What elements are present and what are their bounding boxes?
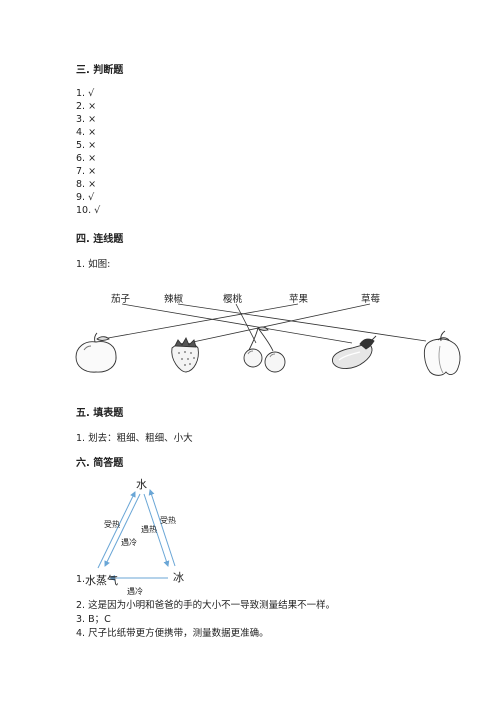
label-strawberry: 草莓 [361,294,381,305]
label-cherry: 樱桃 [223,294,243,305]
diagram-label-left-outer: 受热 [104,520,120,529]
eggplant-icon [332,335,377,369]
section3-heading: 三. 判断题 [76,65,124,76]
diagram-label-bottom: 遇冷 [127,587,143,596]
section5-line1: 1. 划去：粗细、粗细、小大 [76,433,193,444]
diagram-node-water: 水 [136,478,147,491]
label-pepper: 辣椒 [164,294,184,305]
bell-pepper-icon [423,330,461,376]
diagram-label-right-inner: 遇热 [141,525,157,534]
diagram-node-ice: 冰 [173,571,184,584]
answer-item: 3. × [76,114,97,125]
diagram-node-vapor: 水蒸气 [85,574,118,587]
answer-item: 5. × [76,140,97,151]
apple-icon [75,332,117,373]
answer-item: 8. × [76,179,97,190]
section6-heading: 六. 简答题 [76,458,124,469]
answer-item: 2. × [76,101,97,112]
answer-item: 6. × [76,153,97,164]
cherry-icon [243,326,286,373]
matching-lines [107,303,427,344]
section4-heading: 四. 连线题 [76,234,124,245]
diagram-label-left-inner: 遇冷 [121,538,137,547]
answer-item: 7. × [76,166,97,177]
answer-item: 9. √ [76,192,95,203]
answer-item: 10. √ [76,205,101,216]
diagram-label-right-outer: 受热 [160,516,176,525]
section4-line1: 1. 如图: [76,259,111,270]
section5-heading: 五. 填表题 [76,408,124,419]
label-eggplant: 茄子 [111,294,131,305]
answer-item: 1. √ [76,88,95,99]
section6-line1-prefix: 1. [76,574,86,585]
strawberry-icon [171,336,199,373]
section6-line3: 3. B；C [76,614,111,625]
section6-line4: 4. 尺子比纸带更方便携带，测量数据更准确。 [76,628,269,639]
label-apple: 苹果 [289,294,309,305]
section6-line2: 2. 这是因为小明和爸爸的手的大小不一导致测量结果不一样。 [76,600,336,611]
answer-item: 4. × [76,127,97,138]
